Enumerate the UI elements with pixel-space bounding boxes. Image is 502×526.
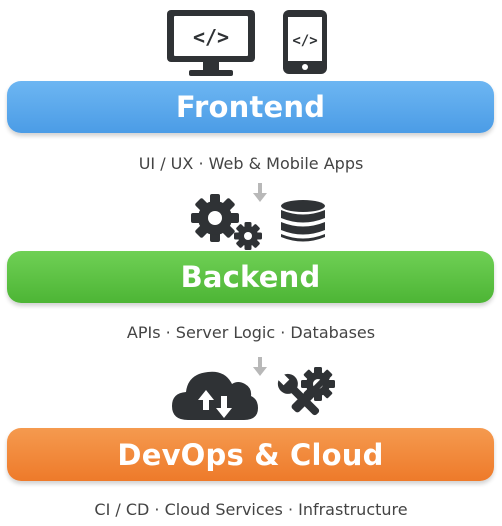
devops-cloud-title: DevOps & Cloud: [117, 437, 384, 472]
down-arrow-icon: [253, 183, 267, 202]
backend-layer: Backend: [7, 251, 494, 303]
frontend-title: Frontend: [175, 90, 326, 124]
wrench-gear-tools-icon: [276, 367, 335, 416]
backend-title: Backend: [180, 260, 321, 294]
gears-icon: [191, 194, 262, 250]
cloud-upload-download-icon: [172, 371, 258, 420]
frontend-layer: Frontend: [7, 81, 494, 133]
monitor-code-glyph: </>: [193, 25, 229, 49]
mobile-phone-icon: </>: [283, 10, 327, 74]
devops-cloud-caption: CI / CD · Cloud Services · Infrastructur…: [94, 500, 408, 519]
desktop-monitor-icon: </>: [167, 10, 255, 76]
devops-cloud-layer: DevOps & Cloud: [7, 428, 494, 481]
database-icon: [281, 200, 325, 242]
phone-code-glyph: </>: [292, 33, 317, 49]
backend-caption: APIs · Server Logic · Databases: [126, 323, 376, 342]
frontend-caption: UI / UX · Web & Mobile Apps: [138, 154, 364, 173]
down-arrow-icon: [253, 357, 267, 376]
